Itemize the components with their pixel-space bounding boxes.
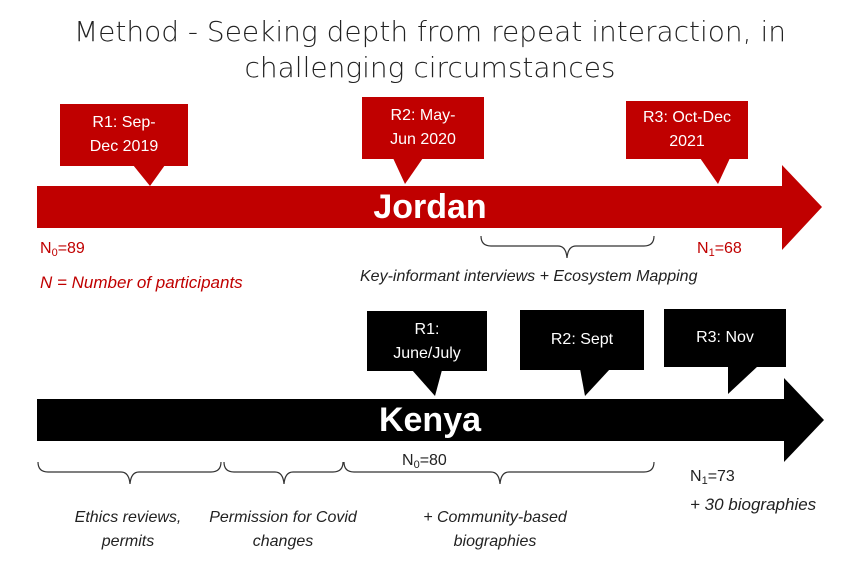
- kenya-phase-ethics-line1: Ethics reviews,: [74, 509, 182, 526]
- jordan-round-2-line2: Jun 2020: [390, 131, 456, 148]
- kenya-phase-ethics: Ethics reviews, permits: [48, 506, 208, 554]
- kenya-callout-r1: [367, 311, 487, 396]
- kenya-n1: N1=73: [690, 468, 735, 487]
- jordan-callout-r3: [626, 101, 748, 184]
- kenya-phase-covid-line2: changes: [252, 533, 314, 550]
- kenya-n0: N0=80: [402, 452, 447, 471]
- kenya-callout-r3: [664, 309, 786, 394]
- jordan-round-3-line1: R3: Oct-Dec: [642, 109, 731, 126]
- page-title: Method - Seeking depth from repeat inter…: [74, 15, 786, 84]
- kenya-round-2-label: R2: Sept: [550, 331, 614, 348]
- kenya-phase-covid-line1: Permission for Covid: [209, 509, 357, 526]
- kenya-round-1-line1: R1:: [414, 321, 440, 338]
- kenya-phase-ethics-line2: permits: [101, 533, 155, 550]
- jordan-round-3-label: R3: Oct-Dec 2021: [626, 106, 748, 154]
- kenya-phase-biographies-line2: biographies: [453, 533, 537, 550]
- kenya-extra-biographies: + 30 biographies: [690, 495, 817, 514]
- kenya-bracket-covid: [223, 461, 344, 485]
- kenya-phase-covid: Permission for Covid changes: [190, 506, 376, 554]
- jordan-bracket: [480, 235, 655, 259]
- jordan-round-3-line2: 2021: [669, 133, 705, 150]
- jordan-bracket-label: Key-informant interviews + Ecosystem Map…: [360, 268, 698, 285]
- kenya-phase-biographies-line1: + Community-based: [423, 509, 567, 526]
- jordan-round-2-line1: R2: May-: [390, 107, 456, 124]
- kenya-round-1-label: R1: June/July: [367, 318, 487, 366]
- kenya-label: Kenya: [378, 401, 482, 439]
- jordan-callout-r2: [362, 97, 484, 184]
- kenya-callout-r2: [520, 310, 644, 396]
- jordan-timeline-arrow: [37, 165, 822, 250]
- jordan-round-1-line2: Dec 2019: [89, 138, 159, 155]
- jordan-n1: N1=68: [697, 240, 742, 259]
- kenya-timeline-arrow: [37, 378, 824, 462]
- jordan-label: Jordan: [373, 188, 487, 226]
- jordan-callout-r1: [60, 104, 188, 186]
- kenya-phase-biographies: + Community-based biographies: [395, 506, 595, 554]
- jordan-round-1-label: R1: Sep- Dec 2019: [60, 111, 188, 159]
- jordan-round-1-line1: R1: Sep-: [92, 114, 156, 131]
- kenya-bracket-biographies: [343, 461, 655, 485]
- jordan-n0: N0=89: [40, 240, 85, 259]
- n-legend: N = Number of participants: [40, 273, 243, 292]
- kenya-round-1-line2: June/July: [393, 345, 461, 362]
- kenya-bracket-ethics: [37, 461, 222, 485]
- jordan-round-2-label: R2: May- Jun 2020: [362, 104, 484, 152]
- kenya-round-3-label: R3: Nov: [696, 329, 754, 346]
